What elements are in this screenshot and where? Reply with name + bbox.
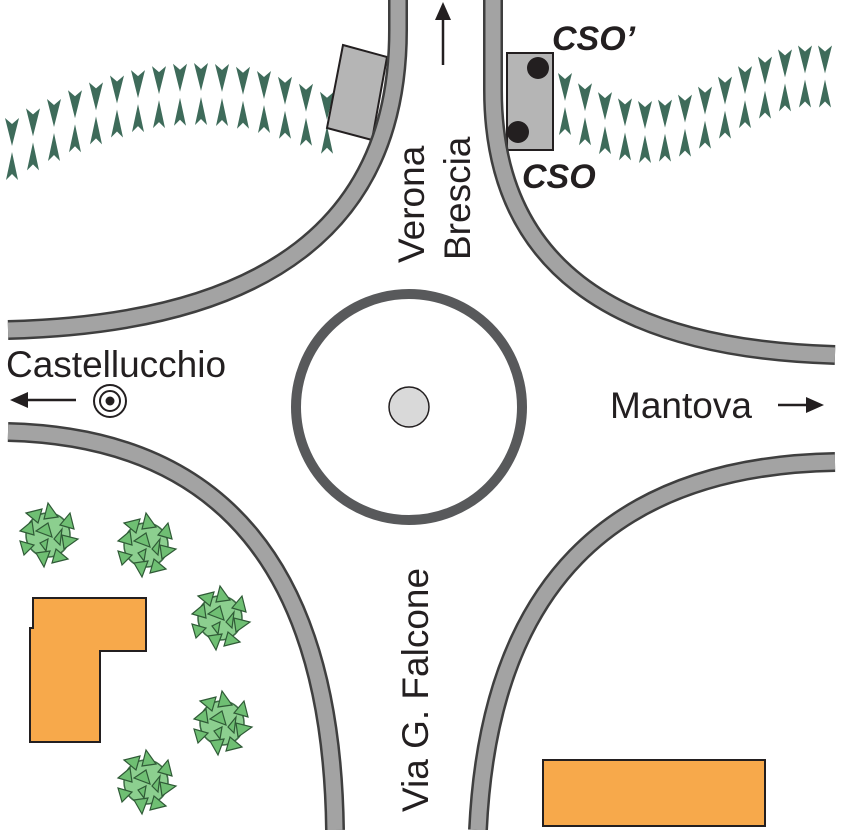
hedge-tree — [236, 66, 250, 95]
hedge-tree — [48, 133, 60, 162]
hedge-tree — [320, 91, 334, 120]
hedge-tree — [47, 99, 61, 128]
north-label-brescia: Brescia — [437, 136, 478, 260]
hedge-tree — [658, 99, 672, 128]
hedge-tree — [215, 64, 229, 93]
hedge-left — [5, 63, 334, 180]
hedge-tree — [719, 110, 731, 139]
hedge-tree — [818, 45, 832, 74]
hedge-tree — [174, 97, 186, 126]
hedge-tree — [153, 100, 165, 129]
hedge-tree — [678, 94, 692, 123]
target-icon — [93, 384, 127, 418]
cso-bottom-label: CSO — [522, 158, 596, 196]
road-edges[interactable] — [7, 0, 836, 830]
cso-top-label: CSO’ — [552, 20, 636, 58]
hedge-tree — [699, 120, 711, 149]
cso-top-point — [527, 57, 549, 79]
hedge-tree — [799, 79, 811, 108]
hedge-tree — [558, 73, 572, 101]
arrow-left-icon — [10, 392, 76, 408]
hedge-tree — [738, 66, 752, 95]
hedge-tree — [69, 124, 81, 153]
hedge-tree — [639, 134, 651, 163]
hedge-tree — [599, 126, 611, 155]
hedge-tree — [619, 132, 631, 161]
hedge-tree — [6, 152, 18, 180]
north-label-verona: Verona — [391, 145, 432, 263]
hedge-tree — [89, 82, 103, 111]
hedge-right — [558, 45, 832, 163]
hedge-tree — [258, 104, 270, 133]
hedge-tree — [300, 117, 312, 146]
hedge-tree — [173, 63, 187, 92]
cso-bottom-point — [507, 121, 529, 143]
roundabout-center — [388, 386, 430, 428]
hedge-tree — [194, 63, 208, 92]
hedge-tree — [152, 66, 166, 95]
hedge-tree — [798, 45, 812, 74]
hedge-tree — [131, 70, 145, 99]
east-label-mantova: Mantova — [610, 385, 752, 426]
roundabout-ring[interactable] — [291, 289, 527, 525]
hedge-tree — [758, 56, 772, 85]
arrow-right-icon — [778, 397, 824, 413]
hedge-tree — [718, 76, 732, 105]
hedge-tree — [237, 100, 249, 129]
hedge-tree — [90, 116, 102, 145]
hedge-tree — [598, 92, 612, 121]
hedge-tree — [638, 100, 652, 129]
arrow-up-icon — [435, 2, 451, 65]
hedge-tree — [5, 118, 19, 146]
hedge-tree — [195, 97, 207, 126]
building-l-shape — [29, 597, 147, 743]
hedge-tree — [278, 76, 292, 105]
hedge-tree — [321, 125, 333, 154]
hedge-tree — [659, 133, 671, 162]
hedge-tree — [778, 49, 792, 78]
hedge-tree — [27, 142, 39, 171]
building-rect — [542, 759, 766, 827]
hedge-tree — [110, 75, 124, 104]
hedge-tree — [679, 128, 691, 157]
hedge-tree — [132, 104, 144, 133]
hedge-tree — [299, 83, 313, 112]
hedge-tree — [759, 90, 771, 119]
hedge-tree — [257, 70, 271, 99]
hedge-tree — [779, 83, 791, 112]
hedge-tree — [26, 108, 40, 137]
hedge-tree — [578, 83, 592, 112]
hedge-tree — [698, 86, 712, 115]
hedge-tree — [618, 98, 632, 127]
hedge-tree — [68, 90, 82, 119]
hedge-tree — [739, 100, 751, 129]
south-label-via-falcone: Via G. Falcone — [395, 568, 436, 812]
hedge-tree — [111, 109, 123, 138]
hedge-tree — [579, 117, 591, 146]
hedge-tree — [559, 107, 571, 135]
hedge-tree — [216, 98, 228, 127]
hedge-tree — [819, 79, 831, 108]
west-label-castellucchio: Castellucchio — [6, 344, 226, 385]
hedge-tree — [279, 110, 291, 139]
